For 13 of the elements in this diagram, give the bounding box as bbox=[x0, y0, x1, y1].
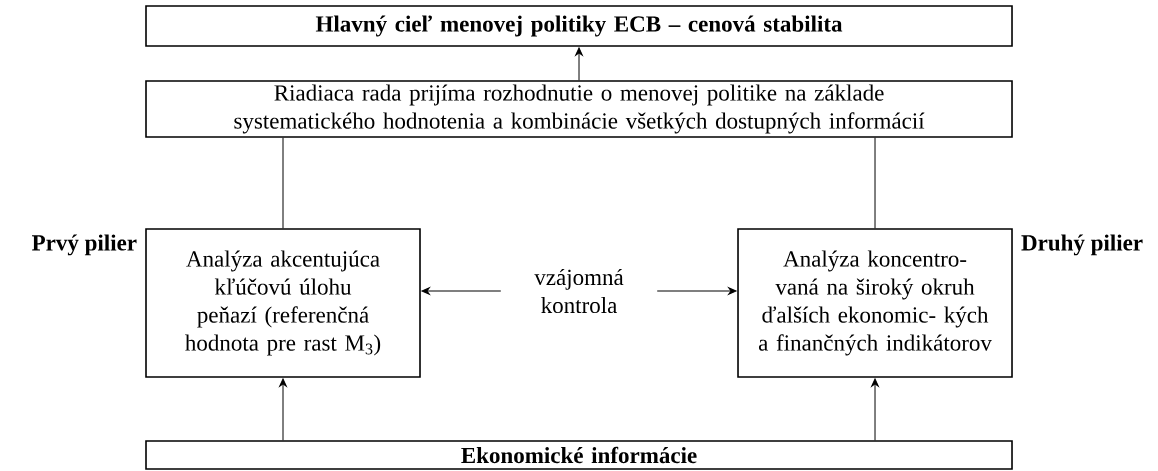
arrow bbox=[279, 378, 287, 441]
pillar-label: Druhý pilier bbox=[1021, 234, 1143, 256]
goal-box: Hlavný cieľ menovej politiky ECB – cenová stabilita bbox=[145, 5, 1013, 47]
process-box: Analýza koncentro- vaná na široký okruh ďalších ekonomic- kých a finančných indikátorov bbox=[737, 228, 1013, 378]
edge-text: vzájomná kontrola bbox=[534, 268, 624, 314]
pillar-label: Prvý pilier bbox=[32, 234, 137, 256]
arrow bbox=[871, 378, 879, 441]
arrow bbox=[575, 47, 583, 81]
input-box: Ekonomické informácie bbox=[145, 440, 1013, 470]
arrow bbox=[421, 287, 502, 295]
process-box: Riadiaca rada prijíma rozhodnutie o menovej politike na základe systematického hodnotenia a kombinácie všetkých dostupných informácií bbox=[145, 80, 1013, 138]
arrow bbox=[656, 287, 737, 295]
process-box: Analýza akcentujúca kľúčovú úlohu peňazí (referenčná hodnota pre rast M$_{3}$) bbox=[145, 228, 421, 378]
